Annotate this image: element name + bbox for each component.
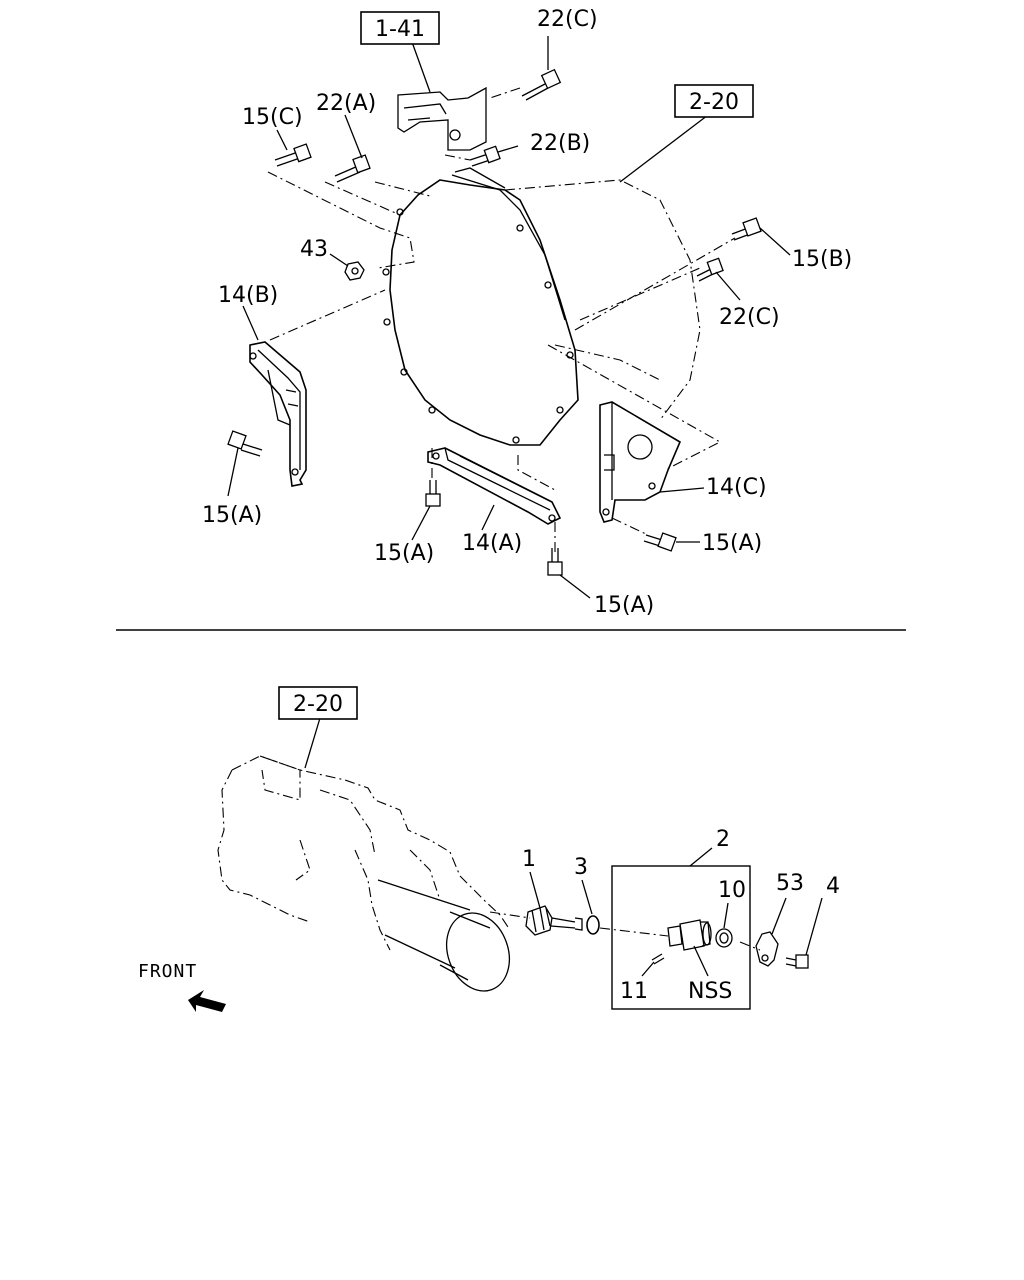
label-14a: 14(A) bbox=[462, 531, 522, 556]
ref-box-2-20-top bbox=[674, 84, 754, 118]
clip-axis-line bbox=[739, 941, 761, 951]
label-2: 2 bbox=[716, 827, 730, 852]
label-15a-left: 15(A) bbox=[202, 503, 262, 528]
bolt-15c bbox=[274, 143, 312, 167]
label-1: 1 bbox=[522, 847, 536, 872]
bolt-22a bbox=[334, 154, 371, 183]
label-15a-bottom: 15(A) bbox=[594, 593, 654, 618]
bracket-14b bbox=[249, 341, 307, 487]
leader-lines-bottom bbox=[529, 871, 823, 977]
label-11: 11 bbox=[620, 979, 648, 1004]
label-14c: 14(C) bbox=[706, 475, 767, 500]
label-22c-right: 22(C) bbox=[719, 305, 780, 330]
bracket-1-41 bbox=[397, 86, 487, 151]
ref-label-1-41: 1-41 bbox=[375, 17, 425, 42]
housing-outline bbox=[504, 179, 701, 421]
label-15a-mid: 15(A) bbox=[374, 541, 434, 566]
label-22c-top: 22(C) bbox=[537, 7, 598, 32]
front-label: FRONT bbox=[138, 961, 197, 982]
bolt-15a-left bbox=[227, 430, 263, 457]
ref-label-2-20-top: 2-20 bbox=[689, 90, 739, 115]
ref-box-1-41 bbox=[360, 11, 440, 45]
leader-lines-top bbox=[227, 36, 791, 599]
part-2-box bbox=[611, 865, 751, 1010]
gear-1 bbox=[525, 905, 583, 936]
bracket-14a bbox=[427, 447, 562, 525]
bolt-15b bbox=[731, 217, 762, 241]
bolt-4 bbox=[785, 954, 809, 969]
transmission-body bbox=[217, 755, 511, 951]
leader-2 bbox=[689, 847, 713, 867]
label-14b: 14(B) bbox=[218, 283, 278, 308]
leader-2-20-top bbox=[619, 111, 713, 183]
label-nss: NSS bbox=[688, 979, 732, 1004]
leader-1-41 bbox=[411, 41, 431, 93]
bolt-22b bbox=[469, 145, 501, 167]
sensor-nss bbox=[667, 919, 712, 951]
ref-box-2-20-bottom bbox=[278, 686, 358, 720]
shaft-axis-line bbox=[489, 911, 531, 919]
label-22b: 22(B) bbox=[530, 131, 590, 156]
bolt-15a-mid bbox=[425, 480, 441, 507]
label-43: 43 bbox=[300, 237, 328, 262]
front-arrow-icon bbox=[188, 990, 226, 1012]
ref-label-2-20-bottom: 2-20 bbox=[293, 692, 343, 717]
leader-2-20-bottom bbox=[304, 717, 321, 769]
o-ring-3 bbox=[586, 915, 600, 935]
label-22a: 22(A) bbox=[316, 91, 376, 116]
label-15a-right: 15(A) bbox=[702, 531, 762, 556]
bracket-14c bbox=[599, 401, 682, 523]
bolt-15a-right bbox=[643, 532, 677, 552]
label-53: 53 bbox=[776, 871, 804, 896]
assembly-lines-top bbox=[267, 87, 736, 552]
bell-housing-flange bbox=[382, 167, 579, 446]
tail-shaft bbox=[377, 879, 510, 992]
sensor-axis-line bbox=[599, 927, 669, 937]
label-3: 3 bbox=[574, 855, 588, 880]
clip-53 bbox=[755, 931, 779, 967]
pin-11 bbox=[651, 953, 665, 965]
bolt-22c-top bbox=[521, 68, 562, 101]
label-4: 4 bbox=[826, 874, 840, 899]
nut-10 bbox=[715, 928, 733, 948]
bolt-15a-bottom bbox=[547, 548, 563, 576]
label-15b: 15(B) bbox=[792, 247, 852, 272]
label-15c: 15(C) bbox=[242, 105, 303, 130]
label-10: 10 bbox=[718, 878, 746, 903]
bolt-22c-right bbox=[696, 257, 724, 282]
housing-inner-line bbox=[554, 344, 661, 381]
nut-43 bbox=[344, 261, 365, 281]
